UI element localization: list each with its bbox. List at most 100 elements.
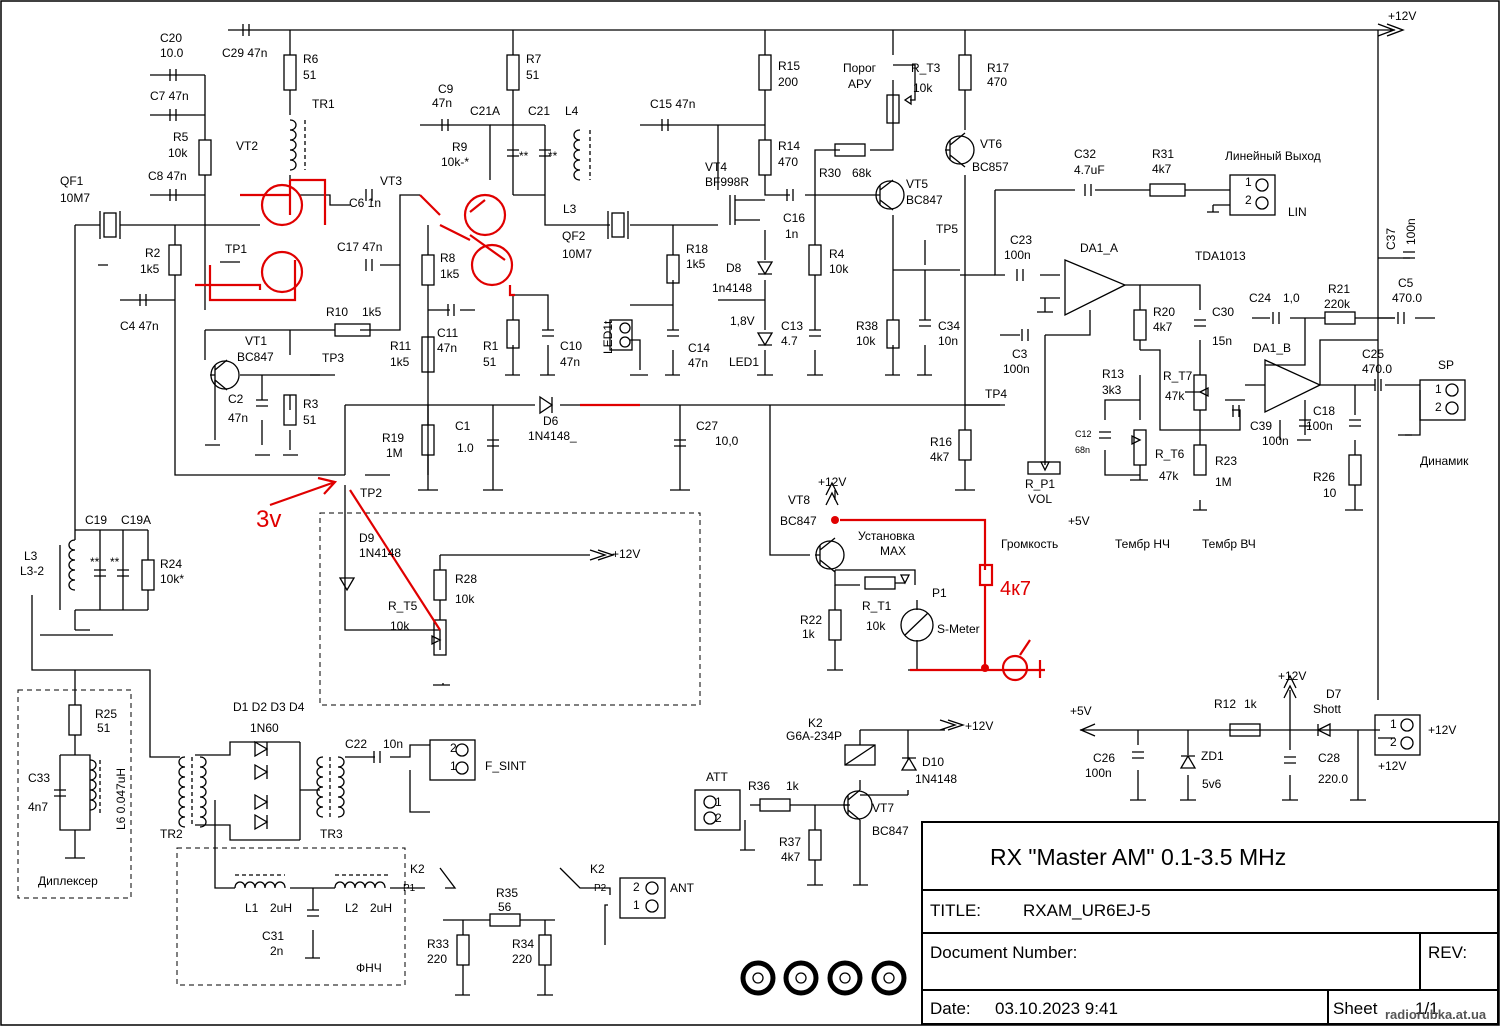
label-C8: C8 47n [148, 169, 187, 183]
label-R31-val: 4k7 [1152, 162, 1172, 176]
label-R7: R7 [526, 52, 542, 66]
label-D8-val: 1n4148 [712, 281, 752, 295]
label-FNCH: ФНЧ [356, 961, 382, 975]
label-R6-val: 51 [303, 68, 317, 82]
label-QF1-val: 10M7 [60, 191, 90, 205]
label-C21A: C21A [470, 104, 500, 118]
label-p12-r12: +12V [1278, 669, 1306, 683]
label-R15: R15 [778, 59, 800, 73]
label-R_P1-val: VOL [1028, 492, 1052, 506]
label-R5: R5 [173, 130, 189, 144]
label-VT5-val: BC847 [906, 193, 943, 207]
label-R_T3-val: 10k [913, 81, 933, 95]
pin-sp-2: 2 [1435, 400, 1442, 414]
label-C9: C9 [438, 82, 454, 96]
label-C18: C18 [1313, 404, 1335, 418]
label-VT7: VT7 [872, 801, 894, 815]
label-L6: L6 0.047uH [114, 768, 128, 830]
label-K2coil: K2 [808, 716, 823, 730]
date-label: Date: [930, 999, 971, 1018]
pin-att-2: 2 [715, 811, 722, 825]
pin-ant-2: 2 [633, 880, 640, 894]
label-R22-val: 1k [802, 627, 816, 641]
label-R10: R10 [326, 305, 348, 319]
title-block: RX "Master AM" 0.1-3.5 MHz TITLE: RXAM_U… [921, 821, 1499, 1025]
label-R36: R36 [748, 779, 770, 793]
label-K2b: K2 [590, 862, 605, 876]
label-C13-val: 4.7 [781, 334, 798, 348]
label-C7: C7 47n [150, 89, 189, 103]
label-R26-val: 10 [1323, 486, 1337, 500]
label-L3b: L3 [24, 549, 38, 563]
label-C27: C27 [696, 419, 718, 433]
label-C13: C13 [781, 319, 803, 333]
label-R2-val: 1k5 [140, 262, 160, 276]
label-TR1: TR1 [312, 97, 335, 111]
label-R5-val: 10k [168, 146, 188, 160]
label-R34-val: 220 [512, 952, 532, 966]
label-R11: R11 [390, 339, 411, 353]
label-R_T3: R_T3 [911, 61, 941, 75]
label-C11-val: 47n [437, 341, 457, 355]
label-dinamik: Динамик [1420, 454, 1469, 468]
label-C16-val: 1n [785, 227, 798, 241]
label-D9: D9 [359, 531, 375, 545]
label-C1-val: 1.0 [457, 441, 474, 455]
label-C5-val: 470.0 [1392, 291, 1422, 305]
pin-ant-1: 1 [633, 898, 640, 912]
label-R_T1-val: 10k [866, 619, 886, 633]
label-max: MAX [880, 544, 906, 558]
label-R8: R8 [440, 251, 456, 265]
label-L2-val: 2uH [370, 901, 392, 915]
title-label: TITLE: [930, 901, 981, 920]
label-R14-val: 470 [778, 155, 798, 169]
label-C23-val: 100n [1004, 248, 1031, 262]
pin-lin-1: 1 [1245, 175, 1252, 189]
label-C10: C10 [560, 339, 582, 353]
label-R37-val: 4k7 [781, 850, 801, 864]
sheet-label: Sheet [1333, 999, 1378, 1018]
label-R9-val: 10k-* [441, 155, 469, 169]
label-R_T6-val: 47k [1159, 469, 1179, 483]
label-C2-val: 47n [228, 411, 248, 425]
label-R13-val: 3k3 [1102, 383, 1122, 397]
label-C31-val: 2n [270, 944, 283, 958]
label-C26-val: 100n [1085, 766, 1112, 780]
label-TP5: TP5 [936, 222, 958, 236]
label-R35-val: 56 [498, 900, 512, 914]
label-VT6-val: BC857 [972, 160, 1009, 174]
label-R23-val: 1M [1215, 475, 1232, 489]
label-R_P1: R_P1 [1025, 477, 1055, 491]
label-R30: R30 [819, 166, 841, 180]
label-R10-val: 1k5 [362, 305, 382, 319]
label-R15-val: 200 [778, 75, 798, 89]
label-R24: R24 [160, 557, 182, 571]
label-C30-val: 15n [1212, 334, 1232, 348]
date-value: 03.10.2023 9:41 [995, 999, 1118, 1018]
label-VT4: VT4 [705, 160, 727, 174]
pin-sp-1: 1 [1435, 382, 1442, 396]
label-stars-3: ** [90, 555, 100, 569]
label-R16: R16 [930, 435, 952, 449]
pin-att-1: 1 [715, 795, 722, 809]
label-C23: C23 [1010, 233, 1032, 247]
label-R22: R22 [800, 613, 822, 627]
label-R36-val: 1k [786, 779, 800, 793]
net-label-p12-top: +12V [1388, 9, 1416, 23]
label-R24-val: 10k* [160, 572, 184, 586]
label-R26: R26 [1313, 470, 1335, 484]
label-D6-val: 1N4148_ [528, 429, 577, 443]
pin-lin-2: 2 [1245, 193, 1252, 207]
label-R_T7-val: 47k [1165, 389, 1185, 403]
label-R13: R13 [1102, 367, 1124, 381]
label-C22-val: 10n [383, 737, 403, 751]
label-R3: R3 [303, 397, 319, 411]
label-C34-val: 10n [938, 334, 958, 348]
label-LED1: LED1 [729, 355, 759, 369]
label-C33: C33 [28, 771, 50, 785]
label-VT4-val: BF998R [705, 175, 749, 189]
label-C22: C22 [345, 737, 367, 751]
label-C28-val: 220.0 [1318, 772, 1348, 786]
label-C25-val: 470.0 [1362, 362, 1392, 376]
